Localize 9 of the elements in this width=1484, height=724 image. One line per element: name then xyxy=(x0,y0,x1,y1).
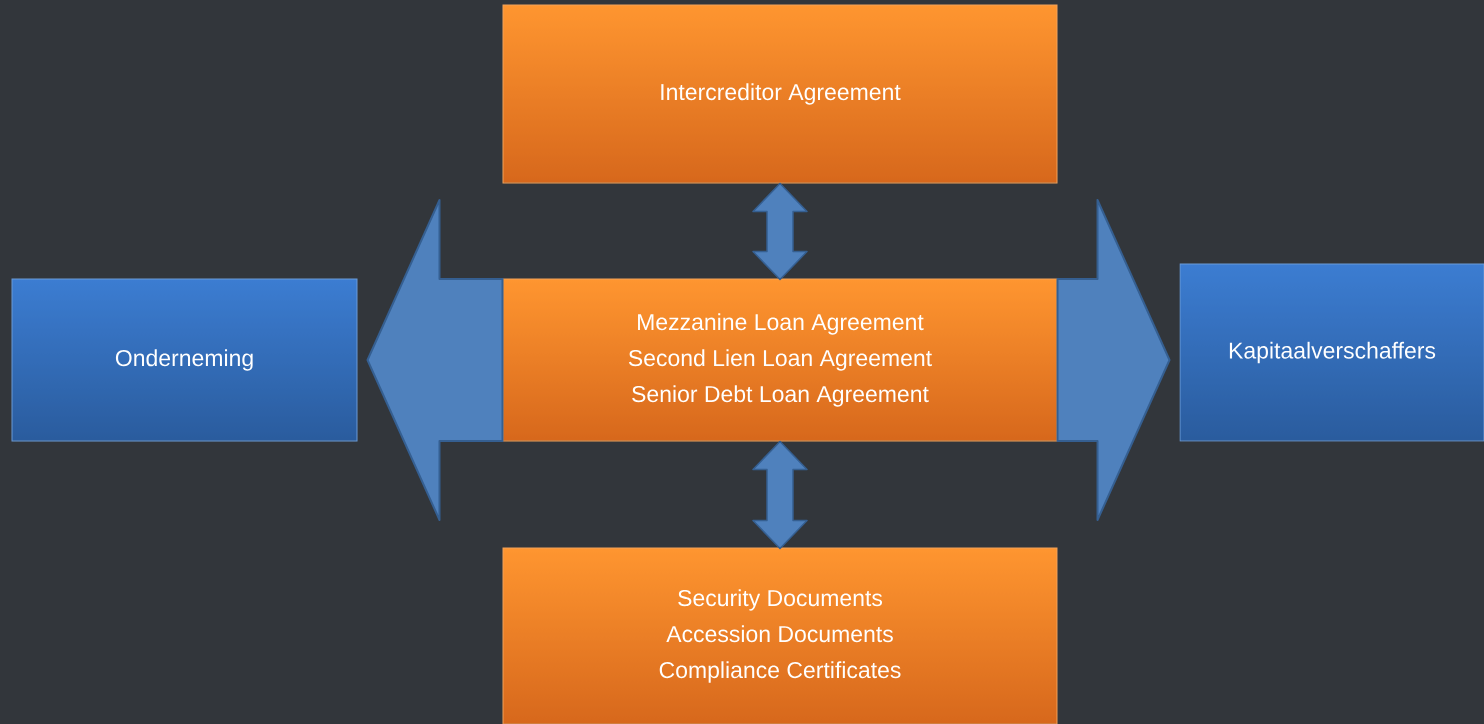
party-box: Onderneming xyxy=(11,278,358,442)
agreement-box: Security Documents Accession Documents Compliance Certificates xyxy=(502,547,1058,724)
block-arrow xyxy=(366,199,504,521)
double-arrow xyxy=(752,182,808,281)
agreement-box: Intercreditor Agreement xyxy=(502,4,1058,184)
block-arrow xyxy=(1056,199,1171,521)
agreement-box: Mezzanine Loan Agreement Second Lien Loan Agreement Senior Debt Loan Agreement xyxy=(502,278,1058,442)
double-arrow xyxy=(752,440,808,550)
party-box: Kapitaalverschaffers xyxy=(1179,263,1484,442)
